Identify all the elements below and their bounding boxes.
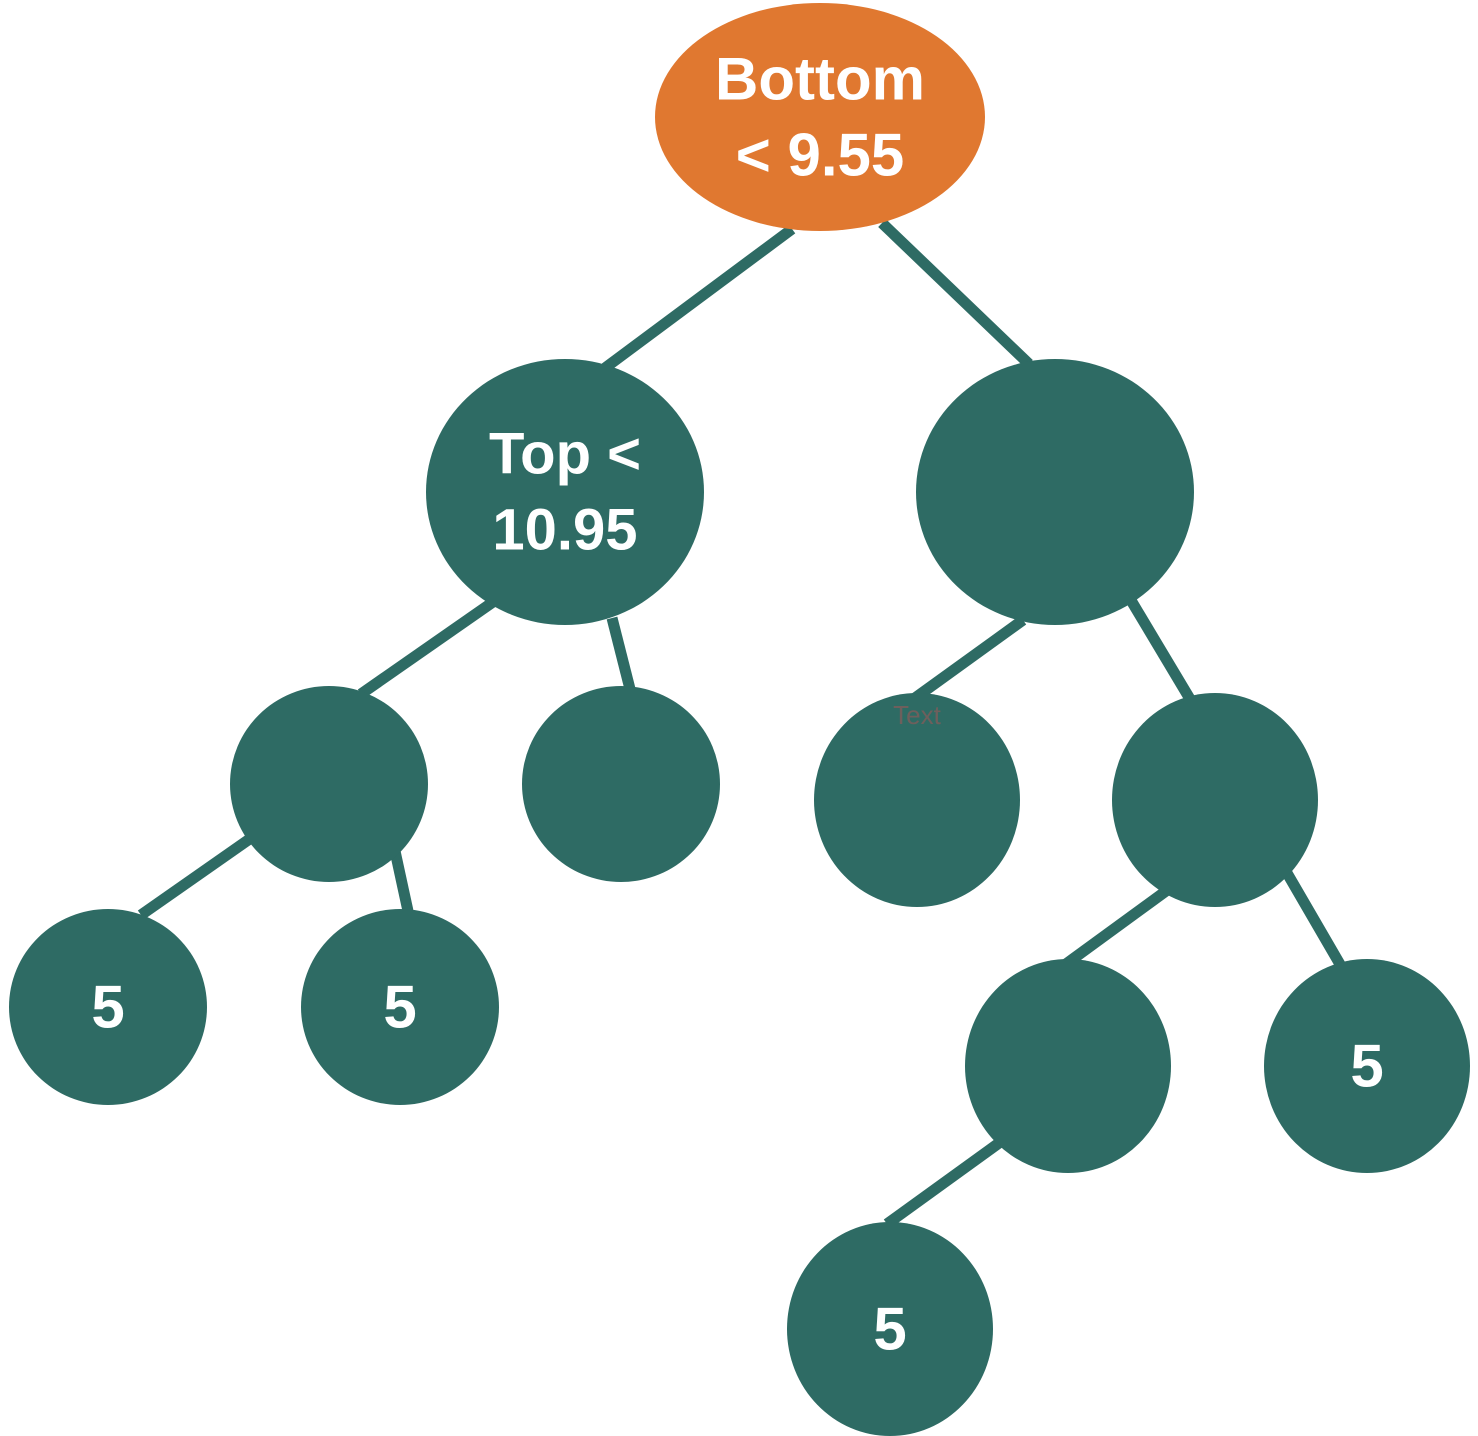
node-shape-root <box>655 3 985 231</box>
node-shape-ll-node <box>230 686 428 882</box>
node-shape-lr-leaf <box>522 686 720 882</box>
node-label-top-split-line-0: Top < <box>489 422 641 487</box>
node-shape-right-split <box>916 359 1194 625</box>
edge-top-split-ll <box>357 597 497 699</box>
tree-edges <box>137 219 1346 1229</box>
edge-right-split-rr <box>1127 599 1195 702</box>
node-label-root-line-0: Bottom <box>715 46 925 113</box>
node-rr-node <box>1112 693 1318 907</box>
node-shape-rr-node <box>1112 693 1318 907</box>
node-shape-rl-leaf <box>814 693 1020 907</box>
edge-ll-lll <box>137 833 255 920</box>
node-shape-llr-leaf <box>301 909 499 1105</box>
node-ll-node <box>230 686 428 882</box>
node-label-lll-leaf-line-0: 5 <box>91 974 124 1041</box>
node-shape-rrr-leaf <box>1264 959 1470 1173</box>
node-label-top-split-line-1: 10.95 <box>492 498 637 563</box>
node-label-rrll-leaf-line-0: 5 <box>873 1296 906 1363</box>
edge-root-right-split <box>878 219 1033 368</box>
node-shape-rrll-leaf <box>787 1222 993 1436</box>
node-right-split <box>916 359 1194 625</box>
node-lll-leaf: 5 <box>9 909 207 1105</box>
node-lr-leaf <box>522 686 720 882</box>
stray-text-label: Text <box>893 700 941 730</box>
node-shape-rrl-node <box>965 959 1171 1173</box>
node-shape-top-split <box>426 359 704 625</box>
node-rrl-node <box>965 959 1171 1173</box>
node-shape-lll-leaf <box>9 909 207 1105</box>
node-label-rrr-leaf-line-0: 5 <box>1350 1033 1383 1100</box>
edge-ll-llr <box>389 849 414 913</box>
edge-right-split-rl <box>911 615 1027 703</box>
node-label-root-line-1: < 9.55 <box>736 122 905 189</box>
node-rrr-leaf: 5 <box>1264 959 1470 1173</box>
node-rrll-leaf: 5 <box>787 1222 993 1436</box>
node-llr-leaf: 5 <box>301 909 499 1105</box>
node-rl-leaf <box>814 693 1020 907</box>
node-root: Bottom < 9.55 <box>655 3 985 231</box>
edge-rrl-rrll <box>883 1138 1003 1229</box>
edge-rr-rrl <box>1062 886 1170 969</box>
node-label-llr-leaf-line-0: 5 <box>383 974 416 1041</box>
edge-top-split-lr <box>606 616 636 691</box>
node-top-split: Top < 10.95 <box>426 359 704 625</box>
edge-root-top-split <box>601 224 796 373</box>
edge-rr-rrr <box>1282 870 1346 969</box>
